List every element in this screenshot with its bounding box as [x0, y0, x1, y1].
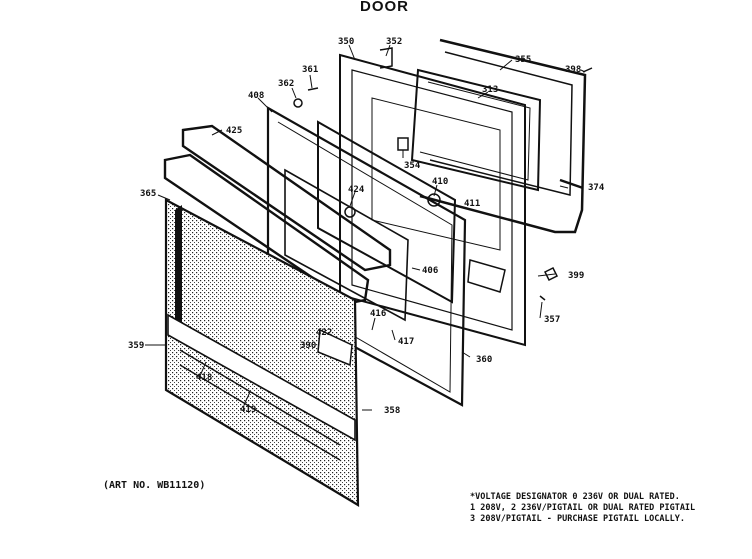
callout-417: 417	[398, 337, 414, 347]
part-359-outer-panel	[164, 198, 360, 507]
callout-425: 425	[226, 126, 242, 136]
part-313-glass	[410, 68, 542, 192]
callout-399: 399	[568, 271, 584, 281]
callout-354: 354	[404, 161, 421, 171]
callout-labels: 350 352 355 398 361 362 313 408 425 354 …	[128, 37, 605, 416]
part-355-outer-frame	[419, 38, 587, 234]
note-line: 3 208V/PIGTAIL - PURCHASE PIGTAIL LOCALL…	[470, 514, 685, 524]
callout-374: 374	[588, 183, 605, 193]
callout-398: 398	[565, 65, 581, 75]
note-line: 1 208V, 2 236V/PIGTAIL OR DUAL RATED PIG…	[470, 503, 696, 513]
callout-411: 411	[464, 199, 480, 209]
callout-410: 410	[432, 177, 448, 187]
callout-422: 422	[316, 328, 332, 338]
part-406-glass-layer	[284, 120, 457, 322]
callout-419: 419	[240, 405, 256, 415]
callout-360: 360	[476, 355, 492, 365]
callout-352: 352	[386, 37, 402, 47]
callout-406: 406	[422, 266, 438, 276]
callout-416: 416	[370, 309, 386, 319]
callout-424: 424	[348, 185, 365, 195]
callout-350: 350	[338, 37, 354, 47]
part-425-top-trim	[163, 124, 392, 305]
callout-361: 361	[302, 65, 318, 75]
callout-313: 313	[482, 85, 498, 95]
callout-408: 408	[248, 91, 264, 101]
callout-358: 358	[384, 406, 400, 416]
art-number: (ART NO. WB11120)	[103, 480, 206, 491]
leader-lines	[145, 44, 586, 411]
diagram-title: DOOR	[360, 0, 409, 15]
callout-362: 362	[278, 79, 294, 89]
callout-418: 418	[196, 373, 212, 383]
callout-365: 365	[140, 189, 156, 199]
part-360-back-panel	[266, 106, 467, 407]
callout-359: 359	[128, 341, 144, 351]
callout-355: 355	[515, 55, 531, 65]
voltage-notes: *VOLTAGE DESIGNATOR 0 236V OR DUAL RATED…	[470, 492, 695, 525]
part-350-inner-liner	[339, 47, 526, 347]
callout-357: 357	[544, 315, 560, 325]
callout-390: 390	[300, 341, 316, 351]
note-line: *VOLTAGE DESIGNATOR 0 236V OR DUAL RATED…	[470, 492, 680, 502]
